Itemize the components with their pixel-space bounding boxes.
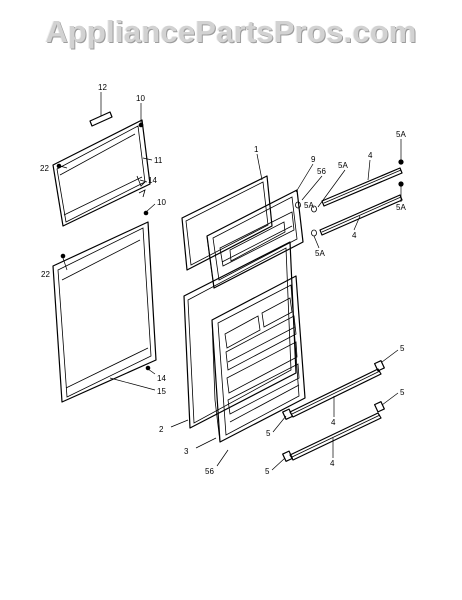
callout-9: 9 [311, 155, 316, 164]
callout-3: 3 [184, 447, 189, 456]
callout-22-upper: 22 [40, 164, 49, 173]
callout-14-lower: 14 [157, 374, 166, 383]
clip-upper [136, 175, 146, 198]
callout-14-upper: 14 [148, 176, 157, 185]
callout-4-upper-2: 4 [352, 231, 357, 240]
callout-2: 2 [159, 425, 164, 434]
callout-5A-4: 5A [315, 249, 325, 258]
upper-shelf-bar-2 [319, 194, 403, 236]
callout-5A-5: 5A [304, 201, 314, 210]
callout-5-a: 5 [400, 344, 405, 353]
callout-11: 11 [154, 156, 163, 165]
callout-22-lower: 22 [41, 270, 50, 279]
upper-shelf-bar-1 [321, 167, 403, 207]
callout-5-d: 5 [265, 467, 270, 476]
callout-10-lower: 10 [157, 198, 166, 207]
freezer-door-panel [52, 119, 151, 227]
fresh-food-door-gasket [183, 241, 297, 429]
callout-5-b: 5 [400, 388, 405, 397]
lower-door-bar-1 [282, 360, 385, 420]
callout-15: 15 [157, 387, 166, 396]
freezer-door-gasket [181, 175, 273, 271]
callout-12: 12 [98, 83, 107, 92]
callout-5-c: 5 [266, 429, 271, 438]
callout-5A-1: 5A [396, 130, 406, 139]
handle-trim [89, 111, 113, 127]
bar-end-caps-upper [295, 159, 404, 237]
callout-labels: 12 10 11 22 14 10 22 14 15 1 9 56 2 3 56… [40, 83, 406, 476]
callout-4-lower-1: 4 [331, 418, 336, 427]
leader-lines [59, 92, 402, 471]
fresh-food-door-panel [52, 210, 157, 403]
callout-5A-2: 5A [338, 161, 348, 170]
callout-4-upper-1: 4 [368, 151, 373, 160]
callout-56-lower: 56 [205, 467, 214, 476]
callout-1: 1 [254, 145, 259, 154]
watermark: AppliancePartsPros.com [45, 14, 417, 49]
freezer-door-liner [206, 189, 304, 289]
callout-5A-3: 5A [396, 203, 406, 212]
fresh-food-door-liner [211, 275, 306, 443]
callout-10-upper: 10 [136, 94, 145, 103]
lower-door-bar-2 [282, 401, 385, 462]
callout-56-upper: 56 [317, 167, 326, 176]
callout-4-lower-2: 4 [330, 459, 335, 468]
